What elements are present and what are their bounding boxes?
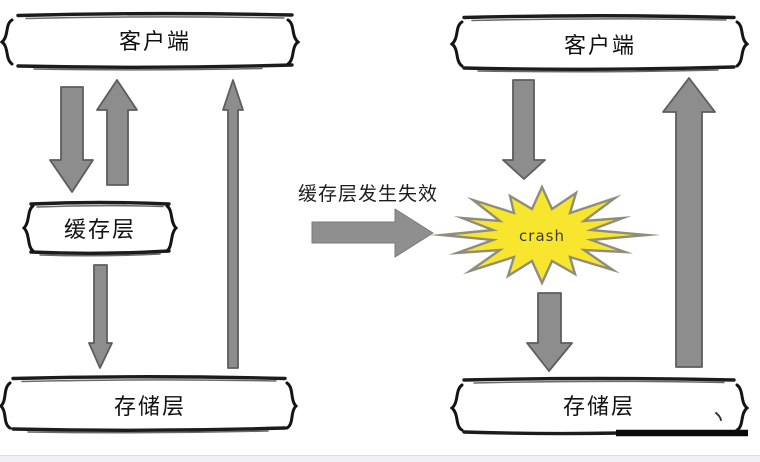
client-to-cache-arrow: [49, 86, 94, 193]
client-box-before-bottom-line: [16, 63, 294, 69]
footer-strip-bar: [0, 456, 760, 462]
cache-box: 缓存层: [21, 200, 179, 257]
client-label-after: 客户端: [564, 34, 636, 59]
client-to-crash-arrow: [502, 79, 546, 180]
storage-box-before-bottom-echo: [27, 430, 269, 434]
cache-box-left-brace: [21, 204, 35, 253]
before-diagram: 客户端 缓存层 存储层: [0, 11, 301, 434]
client-box-before-left-brace: [0, 18, 14, 66]
storage-box-before: 存储层: [0, 375, 299, 434]
client-box-before-right-brace: [286, 18, 301, 66]
storage-label-before: 存储层: [114, 395, 186, 420]
crash-star-burst: [429, 184, 661, 286]
client-box-before-top-echo: [25, 16, 285, 20]
client-box-after-bottom-line: [462, 65, 736, 71]
cache-to-storage-arrow: [88, 264, 113, 369]
client-label-before: 客户端: [119, 30, 191, 55]
client-box-after-left-brace: [449, 20, 464, 68]
storage-to-client-arrow-before: [222, 79, 244, 369]
crash-to-storage-arrow: [526, 292, 573, 372]
storage-box-before-top-line: [11, 375, 287, 381]
storage-box-before-right-brace: [285, 381, 299, 430]
client-box-after-top-echo: [471, 18, 727, 22]
client-box-after-top-line: [462, 14, 736, 20]
ink-speck: [715, 412, 722, 421]
transition-label: 缓存层发生失效: [298, 183, 438, 205]
storage-label-after: 存储层: [563, 395, 635, 420]
crash-label: crash: [519, 227, 565, 245]
crash-star: crash: [429, 184, 661, 286]
cache-box-bottom-line: [29, 249, 171, 255]
storage-box-after-right-brace: [735, 383, 750, 432]
storage-box-before-left-brace: [0, 381, 12, 430]
cache-box-bottom-echo: [39, 253, 161, 257]
storage-box-after-top-line: [462, 376, 736, 382]
client-box-after: 客户端: [449, 14, 750, 73]
client-box-after-bottom-echo: [477, 69, 719, 73]
storage-box-after-left-brace: [449, 383, 464, 432]
client-box-before-top-line: [16, 11, 294, 18]
storage-box-after-bottom-line: [462, 430, 624, 436]
cache-box-top-echo: [36, 204, 164, 208]
footer-strip: [0, 455, 760, 462]
storage-box-after: 存储层: [449, 376, 750, 437]
transition: 缓存层发生失效: [298, 183, 438, 258]
storage-box-before-top-echo: [21, 379, 277, 383]
storage-to-client-arrow-after: [662, 77, 716, 368]
client-box-before: 客户端: [0, 11, 301, 71]
transition-arrow: [311, 208, 434, 258]
after-diagram: 客户端 crash 存储层: [429, 14, 750, 437]
cache-box-right-brace: [165, 204, 179, 253]
storage-box-before-bottom-line: [11, 426, 287, 432]
cache-box-top-line: [29, 200, 171, 206]
cache-to-client-arrow: [96, 79, 138, 186]
cache-label: 缓存层: [64, 218, 136, 243]
client-box-after-right-brace: [735, 20, 750, 68]
storage-box-after-top-echo: [473, 380, 725, 384]
client-box-before-bottom-echo: [33, 67, 263, 71]
